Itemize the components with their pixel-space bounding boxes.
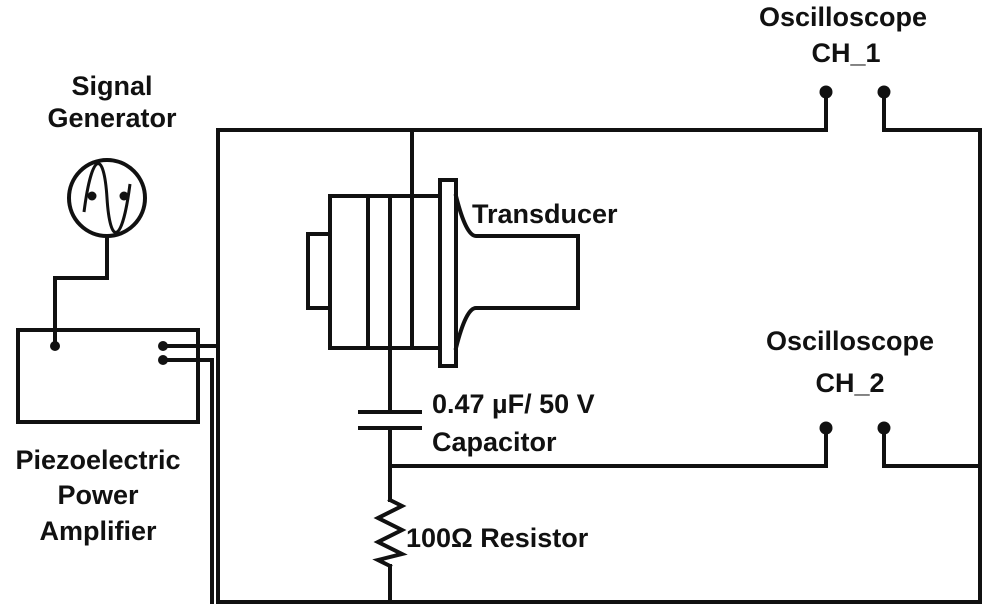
amplifier-input-terminal: [50, 341, 60, 351]
amplifier-output-terminal-2: [158, 355, 168, 365]
oscilloscope-ch2-label-line1: Oscilloscope: [766, 326, 934, 356]
sine-wave-icon: [82, 162, 132, 234]
resistor-label: 100Ω Resistor: [406, 523, 589, 553]
power-amplifier: [16, 328, 200, 424]
transducer-label: Transducer: [472, 199, 618, 229]
capacitor-label: Capacitor: [432, 427, 557, 457]
transducer-flange: [438, 178, 458, 368]
signal-generator-body: [67, 158, 147, 238]
oscilloscope-ch2-terminals: [819, 421, 891, 435]
oscilloscope-ch2-label-line2: CH_2: [815, 368, 884, 398]
wire-ground-rail: [216, 128, 982, 604]
ch2-terminal-left: [819, 421, 833, 435]
transducer-back-mass: [306, 232, 332, 310]
amplifier-label-line1: Piezoelectric: [15, 445, 180, 475]
capacitor: [358, 410, 422, 430]
wire-node-to-ch2: [388, 426, 828, 468]
amplifier-label-line3: Amplifier: [39, 516, 157, 546]
wire-top-to-ch1: [216, 90, 828, 132]
wire-amp-out-2: [161, 358, 214, 604]
oscilloscope-ch1-label-line2: CH_1: [811, 38, 880, 68]
wire-generator-to-amp: [53, 234, 109, 348]
signal-generator-label-line1: Signal: [71, 71, 152, 101]
oscilloscope-ch1-terminals: [819, 85, 891, 99]
transducer-body: [328, 194, 442, 350]
signal-generator: [67, 158, 147, 238]
resistor: [372, 497, 408, 569]
capacitor-value-label: 0.47 µF/ 50 V: [432, 389, 595, 419]
amplifier-box: [16, 328, 200, 424]
labels: Signal Generator Piezoelectric Power Amp…: [15, 2, 934, 553]
wire-ch1-to-right-rail: [882, 90, 982, 604]
ch1-terminal-left: [819, 85, 833, 99]
wire-ch2-to-right-rail: [882, 426, 982, 468]
oscilloscope-ch1-label-line1: Oscilloscope: [759, 2, 927, 32]
generator-terminal-right: [119, 191, 129, 201]
transducer-horn: [453, 193, 580, 351]
transducer: [306, 178, 580, 368]
ch1-terminal-right: [877, 85, 891, 99]
signal-generator-label-line2: Generator: [47, 103, 177, 133]
generator-terminal-left: [87, 191, 97, 201]
wiring: [53, 90, 982, 604]
amplifier-output-terminal-1: [158, 341, 168, 351]
ch2-terminal-right: [877, 421, 891, 435]
amplifier-label-line2: Power: [57, 480, 139, 510]
